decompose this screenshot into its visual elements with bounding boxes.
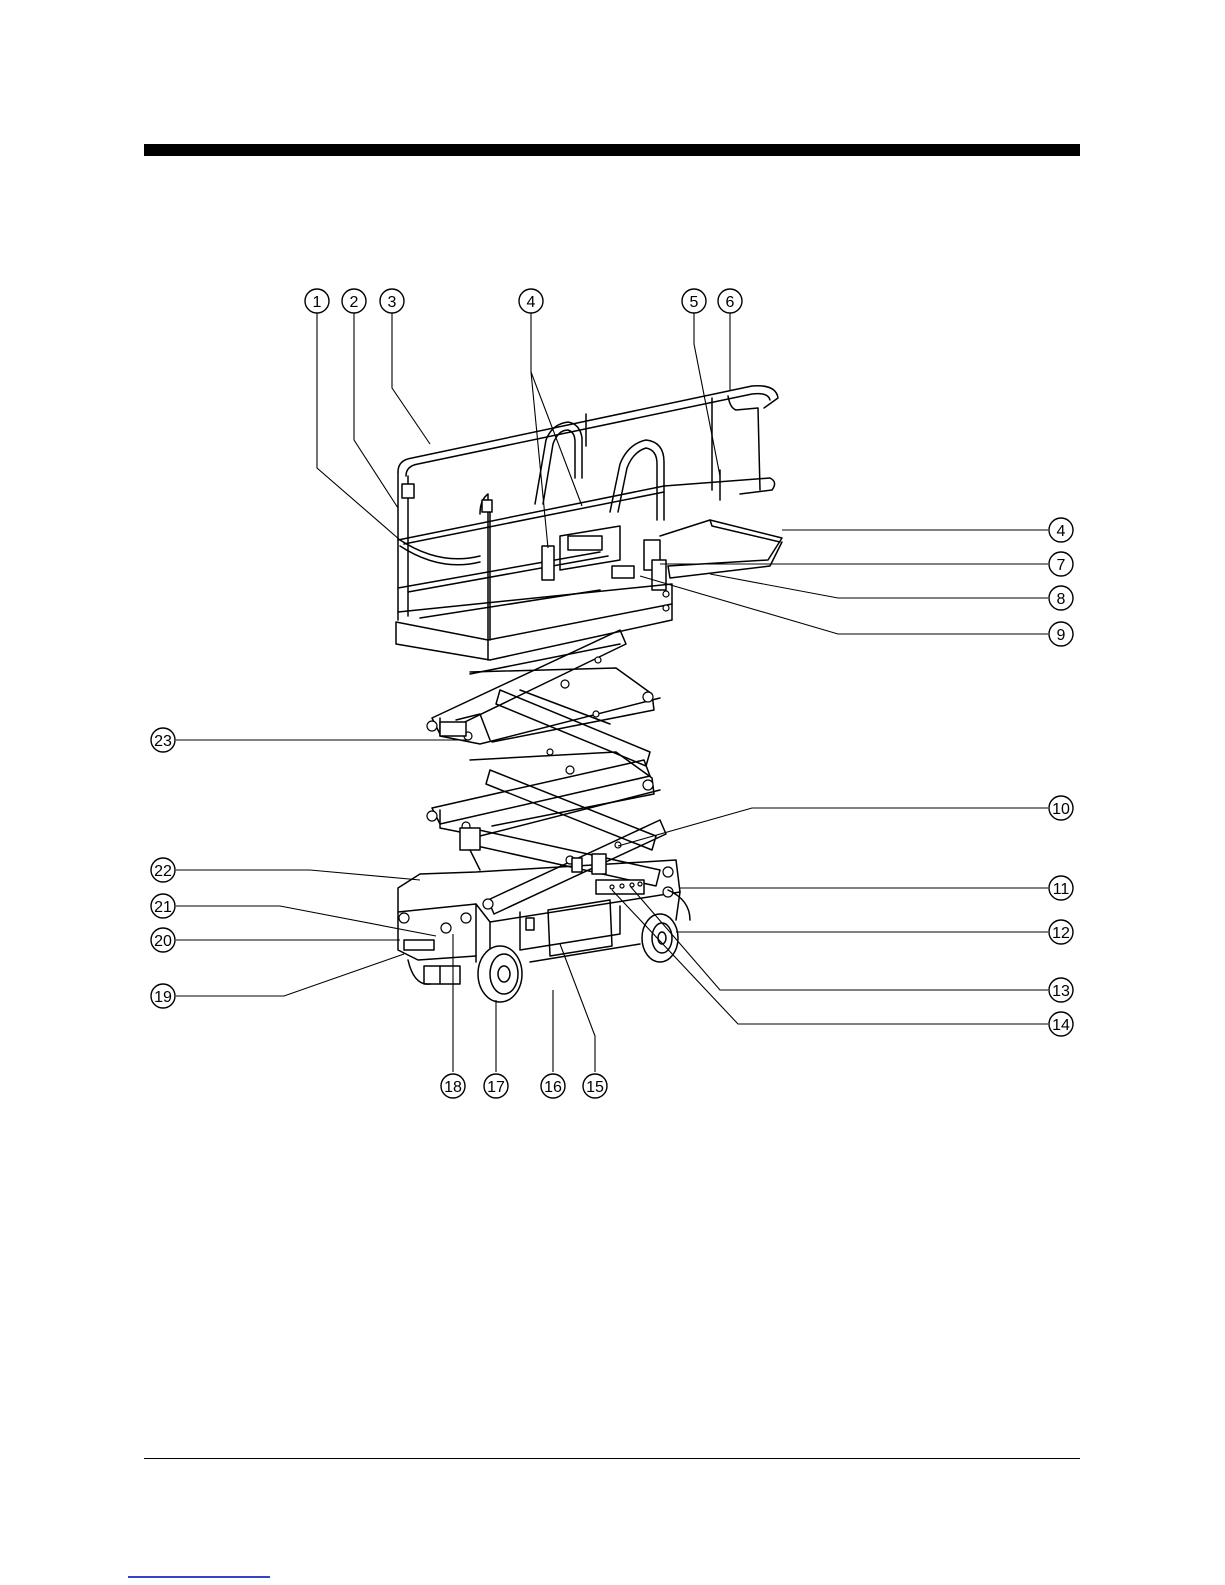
svg-text:23: 23 — [154, 733, 172, 750]
svg-text:1: 1 — [313, 294, 322, 311]
svg-text:8: 8 — [1057, 591, 1066, 608]
callout-14: 14 — [1049, 1012, 1073, 1036]
callout-2: 2 — [342, 289, 366, 313]
svg-text:20: 20 — [154, 933, 172, 950]
svg-text:22: 22 — [154, 863, 172, 880]
callout-15: 15 — [583, 1074, 607, 1098]
svg-text:13: 13 — [1052, 983, 1070, 1000]
svg-text:4: 4 — [1057, 523, 1066, 540]
svg-text:16: 16 — [544, 1079, 562, 1096]
svg-text:6: 6 — [726, 294, 735, 311]
callout-13: 13 — [1049, 978, 1073, 1002]
svg-text:7: 7 — [1057, 557, 1066, 574]
svg-text:2: 2 — [350, 294, 359, 311]
callout-1: 1 — [305, 289, 329, 313]
callout-19: 19 — [151, 984, 175, 1008]
svg-text:3: 3 — [388, 294, 397, 311]
callout-3: 3 — [380, 289, 404, 313]
svg-text:10: 10 — [1052, 801, 1070, 818]
callout-4-right: 4 — [1049, 518, 1073, 542]
callout-5: 5 — [682, 289, 706, 313]
footer-rule — [144, 1458, 1080, 1459]
callout-8: 8 — [1049, 586, 1073, 610]
callout-17: 17 — [484, 1074, 508, 1098]
svg-text:17: 17 — [487, 1079, 505, 1096]
scissor-arms-upper — [427, 630, 660, 766]
leader-lines — [176, 312, 1048, 1072]
svg-text:4: 4 — [527, 294, 536, 311]
callout-22: 22 — [151, 858, 175, 882]
callout-7: 7 — [1049, 552, 1073, 576]
scissor-lift-illustration — [396, 386, 782, 1002]
callout-4-top: 4 — [519, 289, 543, 313]
callout-21: 21 — [151, 894, 175, 918]
svg-text:21: 21 — [154, 899, 172, 916]
svg-text:11: 11 — [1053, 881, 1070, 898]
callout-10: 10 — [1049, 796, 1073, 820]
callout-9: 9 — [1049, 622, 1073, 646]
footer-link-underline[interactable] — [128, 1576, 270, 1578]
svg-text:18: 18 — [444, 1079, 462, 1096]
svg-text:19: 19 — [154, 989, 172, 1006]
callout-6: 6 — [718, 289, 742, 313]
svg-text:15: 15 — [586, 1079, 604, 1096]
svg-text:5: 5 — [690, 294, 699, 311]
callout-12: 12 — [1049, 920, 1073, 944]
svg-text:9: 9 — [1057, 627, 1066, 644]
callout-16: 16 — [541, 1074, 565, 1098]
svg-text:12: 12 — [1052, 925, 1070, 942]
guardrail-system — [398, 386, 778, 640]
callout-20: 20 — [151, 928, 175, 952]
callout-23: 23 — [151, 728, 175, 752]
chassis — [398, 854, 680, 984]
callout-11: 11 — [1049, 876, 1073, 900]
svg-text:14: 14 — [1052, 1017, 1070, 1034]
callout-18: 18 — [441, 1074, 465, 1098]
